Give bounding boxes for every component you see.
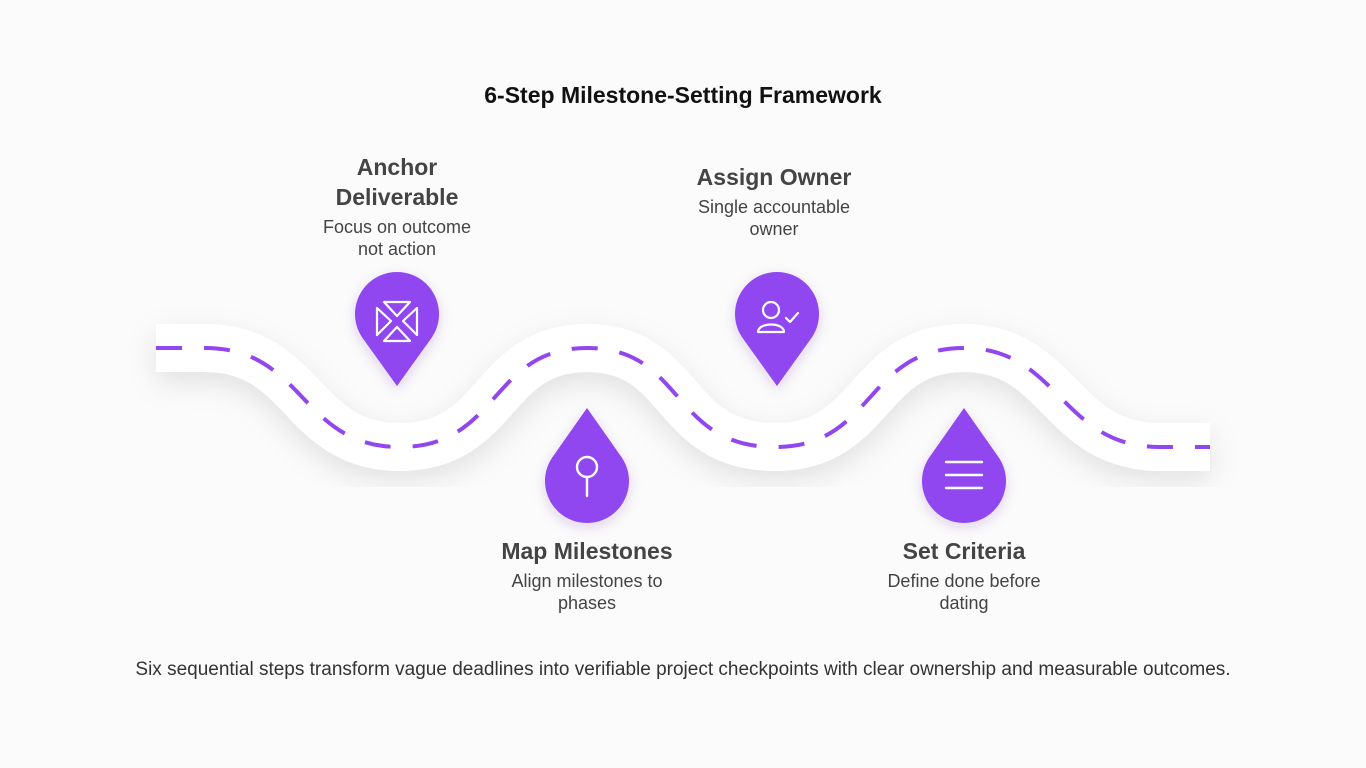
arrows-inward-icon [375, 300, 419, 343]
footer-caption: Six sequential steps transform vague dea… [135, 659, 1231, 680]
user-check-icon [756, 300, 800, 334]
marker-set-criteria [922, 408, 1006, 523]
map-pin-icon [575, 455, 599, 498]
road-dashes [156, 345, 1210, 450]
step-map-milestones: Map Milestones Align milestones to phase… [467, 536, 707, 614]
road-surface [156, 323, 1210, 472]
step-description: Align milestones to phases [511, 571, 663, 613]
road [156, 323, 1210, 472]
step-description: Single accountable owner [697, 197, 851, 239]
marker-assign-owner [734, 272, 819, 386]
step-title: Assign Owner [696, 164, 852, 190]
step-assign-owner: Assign Owner Single accountable owner [654, 162, 894, 240]
marker-anchor-deliverable [355, 272, 439, 386]
step-title: Map Milestones [501, 538, 673, 564]
step-description: Focus on outcome not action [322, 217, 472, 259]
step-title: Anchor Deliverable [335, 154, 459, 210]
list-lines-icon [944, 460, 984, 490]
step-anchor-deliverable: Anchor Deliverable Focus on outcome not … [277, 152, 517, 260]
marker-map-milestones [545, 408, 630, 523]
diagram-title: 6-Step Milestone-Setting Framework [484, 82, 882, 108]
step-set-criteria: Set Criteria Define done before dating [844, 536, 1084, 614]
step-title: Set Criteria [902, 538, 1026, 564]
step-description: Define done before dating [887, 571, 1041, 613]
